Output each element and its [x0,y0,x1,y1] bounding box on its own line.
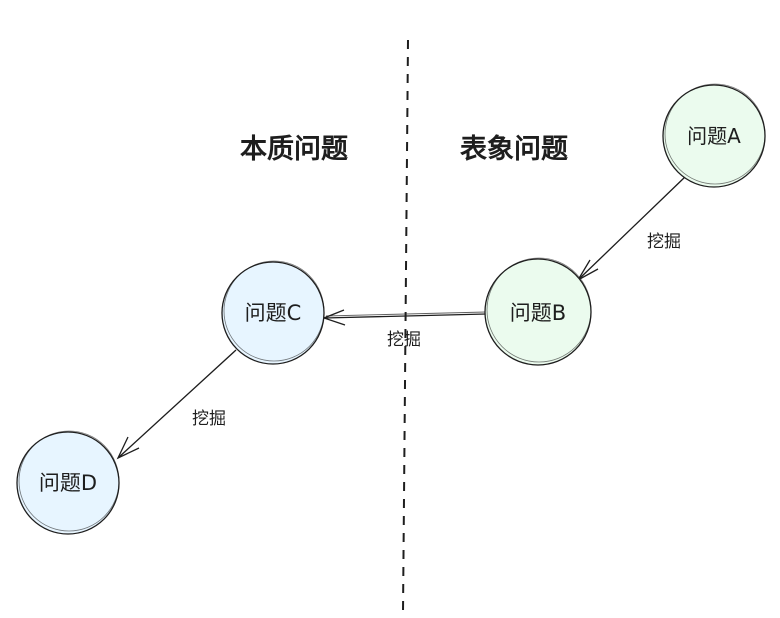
node-a[interactable]: 问题A [662,83,766,188]
node-b-outline [486,257,592,363]
edge-label-c-d: 挖掘 [192,409,226,429]
node-c-label: 问题C [245,301,302,325]
node-c-outline [223,260,325,362]
edge-c-to-d [116,349,237,460]
node-b[interactable]: 问题B [484,257,592,366]
left-region-title: 本质问题 [240,134,348,165]
right-region-title: 表象问题 [460,133,568,165]
node-c[interactable]: 问题C [221,260,325,365]
node-a-outline [664,83,766,185]
node-d[interactable]: 问题D [16,430,120,535]
node-d-outline [18,430,120,532]
edge-label-b-c: 挖掘 [387,330,421,350]
node-b-label: 问题B [510,301,566,325]
edge-label-a-b: 挖掘 [647,232,681,252]
edge-a-to-b [576,175,687,282]
node-d-label: 问题D [39,471,97,495]
node-a-label: 问题A [687,124,741,148]
region-divider [402,39,409,613]
arrowhead-d [116,436,140,460]
